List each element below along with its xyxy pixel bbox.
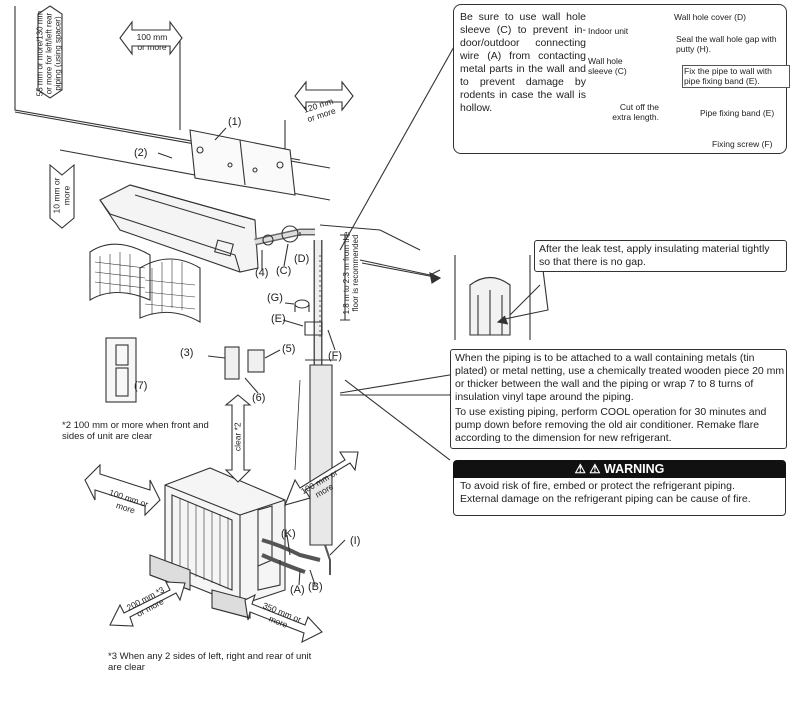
part-label-G: (G)	[267, 292, 283, 304]
fix-pipe-label: Fix the pipe to wall with pipe fixing ba…	[682, 65, 790, 88]
part-label-K: (K)	[281, 528, 296, 540]
pipe-fixing-band-label: Pipe fixing band (E)	[700, 108, 775, 118]
fixing-screw-label: Fixing screw (F)	[712, 139, 773, 149]
pipe-height-label: 1.8 m to 2.3 m from the floor is recomme…	[342, 231, 360, 315]
part-label-F: (F)	[328, 350, 343, 362]
part-label-A: (A)	[290, 584, 305, 596]
part-label-1: (1)	[228, 116, 242, 128]
warning-line-1: To avoid risk of fire, embed or protect …	[460, 480, 735, 492]
part-label-D: (D)	[294, 253, 310, 265]
indoor-unit-label: Indoor unit	[588, 26, 629, 36]
left-clearance-label: 55 mm or more/130 mm or more for left/le…	[35, 10, 63, 97]
part-label-2: (2)	[134, 147, 148, 159]
part-label-E: (E)	[271, 313, 286, 325]
leak-test-note: After the leak test, apply insulating ma…	[539, 243, 770, 268]
cut-off-label: Cut off the extra length.	[612, 102, 659, 122]
wall-hole-sleeve-note: Be sure to use wall hole sleeve (C) to p…	[460, 11, 586, 114]
part-label-I: (I)	[350, 535, 361, 547]
part-label-6: (6)	[252, 392, 266, 404]
piping-note-box: When the piping is to be attached to a w…	[450, 349, 787, 449]
wall-hole-cover-label: Wall hole cover (D)	[674, 12, 746, 22]
outdoor-top-label: clear *2	[232, 422, 243, 452]
part-label-C: (C)	[276, 265, 292, 277]
ceiling-clearance-label: 10 mm or more	[51, 177, 72, 214]
leak-test-note-box: After the leak test, apply insulating ma…	[534, 240, 787, 272]
part-label-5: (5)	[282, 343, 296, 355]
wall-hole-sleeve-label: Wall hole sleeve (C)	[588, 56, 627, 76]
footnote-3: *3 When any 2 sides of left, right and r…	[108, 651, 312, 673]
part-label-4: (4)	[255, 267, 269, 279]
top-clearance-label: 100 mm or more	[136, 32, 168, 52]
part-label-3: (3)	[180, 347, 194, 359]
part-label-B: (B)	[308, 581, 323, 593]
piping-note-para1: When the piping is to be attached to a w…	[455, 352, 785, 403]
seal-gap-label: Seal the wall hole gap with putty (H).	[676, 34, 777, 54]
piping-note-para2: To use existing piping, perform COOL ope…	[455, 406, 767, 444]
wall-hole-sleeve-note-box: Be sure to use wall hole sleeve (C) to p…	[453, 4, 790, 154]
warning-body: To avoid risk of fire, embed or protect …	[453, 478, 786, 516]
warning-line-2: External damage on the refrigerant pipin…	[460, 493, 751, 505]
footnote-2: *2 100 mm or more when front and sides o…	[62, 420, 209, 442]
part-label-7: (7)	[134, 380, 148, 392]
warning-title: ⚠ ⚠ WARNING	[453, 460, 786, 478]
